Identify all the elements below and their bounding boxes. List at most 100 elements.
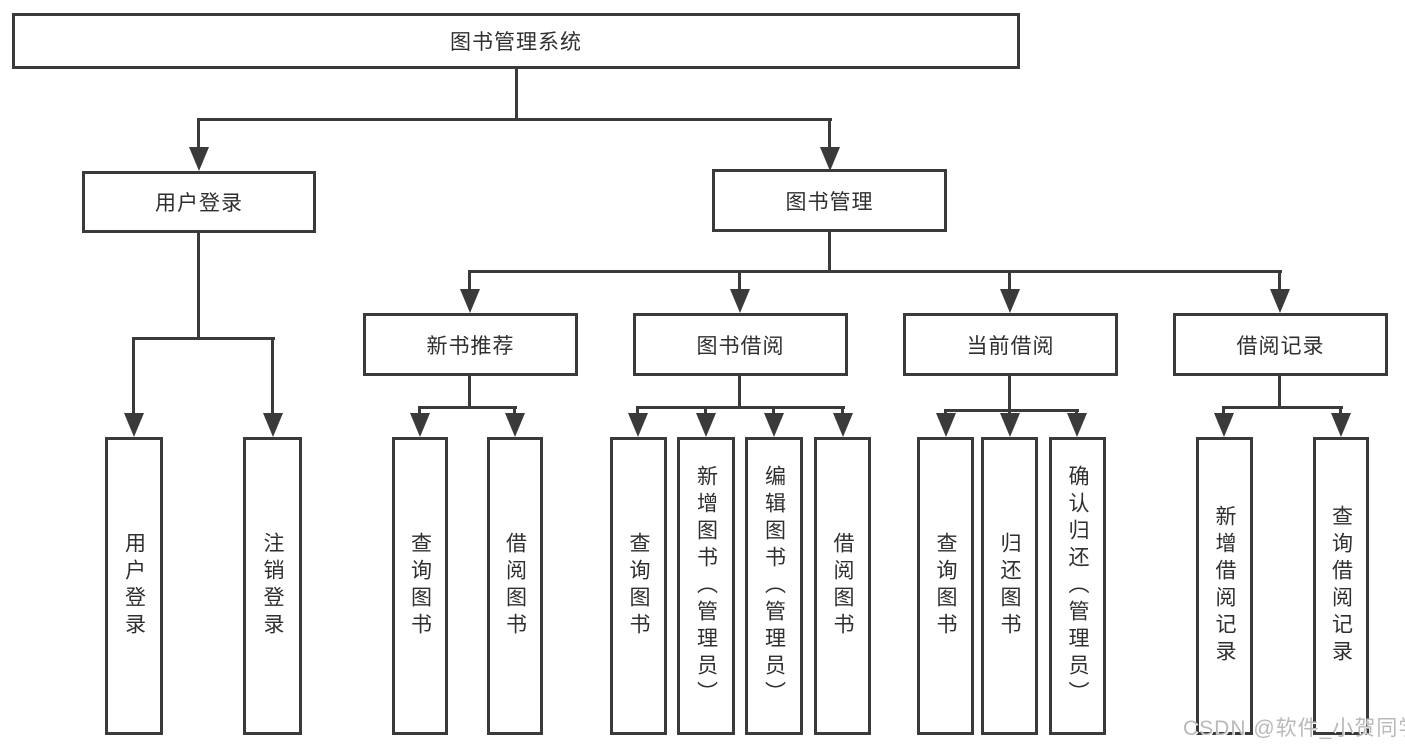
- leaf-query-books-borrowing: 查询图书: [610, 437, 667, 735]
- arrow-down-icon: [1331, 413, 1351, 437]
- node-label: 用户登录: [122, 532, 146, 640]
- node-label: 图书管理系统: [450, 31, 582, 54]
- arrow-shaft: [636, 406, 639, 415]
- arrow-to-edit-book-admin: [764, 406, 784, 437]
- node-label: 借阅图书: [831, 532, 854, 640]
- arrow-shaft: [704, 406, 707, 415]
- arrow-to-leaf-logout: [263, 337, 283, 437]
- node-label: 图书借阅: [696, 334, 785, 358]
- node-label: 查询图书: [934, 532, 957, 640]
- arrow-down-icon: [696, 413, 716, 437]
- arrow-shaft: [1008, 270, 1011, 291]
- connector-current-branch: [944, 409, 1079, 412]
- arrow-to-new-book-recommendation: [460, 270, 480, 313]
- arrow-down-icon: [1000, 289, 1020, 313]
- node-label: 查询图书: [408, 532, 432, 640]
- leaf-query-books-recommend: 查询图书: [392, 437, 448, 735]
- arrow-shaft: [1339, 406, 1342, 415]
- arrow-shaft: [1075, 409, 1078, 415]
- arrow-shaft: [1278, 270, 1281, 291]
- node-user-login: 用户登录: [82, 171, 316, 233]
- arrow-down-icon: [628, 413, 648, 437]
- arrow-shaft: [828, 118, 831, 149]
- leaf-add-book-admin: 新增图书（管理员）: [677, 437, 735, 735]
- arrow-down-icon: [460, 289, 480, 313]
- arrow-down-icon: [764, 413, 784, 437]
- arrow-down-icon: [263, 413, 283, 437]
- leaf-query-borrow-record: 查询借阅记录: [1313, 437, 1369, 735]
- node-label: 注销登录: [261, 532, 284, 640]
- arrow-shaft: [1008, 409, 1011, 415]
- node-label: 新增借阅记录: [1213, 505, 1236, 667]
- arrow-down-icon: [410, 413, 430, 437]
- node-current-borrowing: 当前借阅: [903, 313, 1118, 376]
- leaf-user-login: 用户登录: [105, 437, 163, 735]
- arrow-shaft: [197, 118, 200, 149]
- node-new-book-recommendation: 新书推荐: [363, 313, 578, 376]
- leaf-confirm-return-admin: 确认归还（管理员）: [1049, 437, 1106, 735]
- arrow-down-icon: [1000, 413, 1020, 437]
- arrow-to-user-login: [189, 118, 209, 171]
- arrow-to-leaf-user-login: [124, 337, 144, 437]
- node-label: 查询图书: [627, 532, 650, 640]
- arrow-down-icon: [1270, 289, 1290, 313]
- connector-book-mgmt-branch: [468, 270, 1282, 273]
- arrow-to-add-book-admin: [696, 406, 716, 437]
- node-label: 编辑图书（管理员）: [762, 464, 786, 708]
- arrow-shaft: [944, 409, 947, 415]
- arrow-to-add-borrow-record: [1214, 406, 1234, 437]
- csdn-watermark: CSDN @软件_小贺同学: [1183, 717, 1405, 740]
- arrow-shaft: [132, 337, 135, 415]
- connector-root-branch: [197, 118, 832, 121]
- arrow-shaft: [418, 406, 421, 415]
- node-label: 新书推荐: [426, 334, 515, 358]
- connector-records-stem: [1278, 376, 1281, 409]
- arrow-down-icon: [1067, 413, 1087, 437]
- node-label: 当前借阅: [966, 334, 1055, 358]
- leaf-return-book: 归还图书: [981, 437, 1038, 735]
- connector-current-stem: [1008, 376, 1011, 412]
- arrow-to-borrow-books-borrowing: [833, 406, 853, 437]
- node-label: 借阅记录: [1236, 334, 1325, 358]
- node-library-management-system: 图书管理系统: [12, 13, 1020, 69]
- connector-recommend-stem: [468, 376, 471, 409]
- connector-user-login-branch: [132, 337, 275, 340]
- node-book-borrowing: 图书借阅: [633, 313, 848, 376]
- node-label: 查询借阅记录: [1329, 505, 1353, 667]
- arrow-down-icon: [189, 147, 209, 171]
- arrow-down-icon: [1214, 413, 1234, 437]
- node-label: 图书管理: [785, 190, 874, 214]
- connector-root-stem: [515, 69, 518, 121]
- node-borrowing-records: 借阅记录: [1173, 313, 1388, 376]
- node-label: 借阅图书: [503, 532, 527, 640]
- arrow-shaft: [513, 406, 516, 415]
- connector-borrowing-stem: [738, 376, 741, 409]
- arrow-shaft: [772, 406, 775, 415]
- arrow-shaft: [1222, 406, 1225, 415]
- connector-user-login-stem: [197, 233, 200, 340]
- arrow-shaft: [738, 270, 741, 291]
- leaf-borrow-books-borrowing: 借阅图书: [814, 437, 871, 735]
- arrow-to-query-borrow-record: [1331, 406, 1351, 437]
- node-book-management: 图书管理: [712, 169, 947, 232]
- leaf-query-books-current: 查询图书: [917, 437, 974, 735]
- node-label: 新增图书（管理员）: [694, 464, 718, 708]
- arrow-to-book-management: [820, 118, 840, 171]
- arrow-shaft: [271, 337, 274, 415]
- leaf-edit-book-admin: 编辑图书（管理员）: [745, 437, 803, 735]
- node-label: 用户登录: [155, 192, 243, 215]
- arrow-down-icon: [730, 289, 750, 313]
- arrow-down-icon: [124, 413, 144, 437]
- leaf-logout: 注销登录: [243, 437, 302, 735]
- node-label: 归还图书: [998, 532, 1021, 640]
- connector-book-mgmt-stem: [828, 232, 831, 273]
- leaf-add-borrow-record: 新增借阅记录: [1196, 437, 1253, 735]
- arrow-down-icon: [505, 413, 525, 437]
- arrow-to-borrowing-records: [1270, 270, 1290, 313]
- arrow-to-return-book: [1000, 409, 1020, 437]
- arrow-shaft: [468, 270, 471, 291]
- arrow-to-query-books-recommend: [410, 406, 430, 437]
- arrow-to-confirm-return-admin: [1067, 409, 1087, 437]
- arrow-to-current-borrowing: [1000, 270, 1020, 313]
